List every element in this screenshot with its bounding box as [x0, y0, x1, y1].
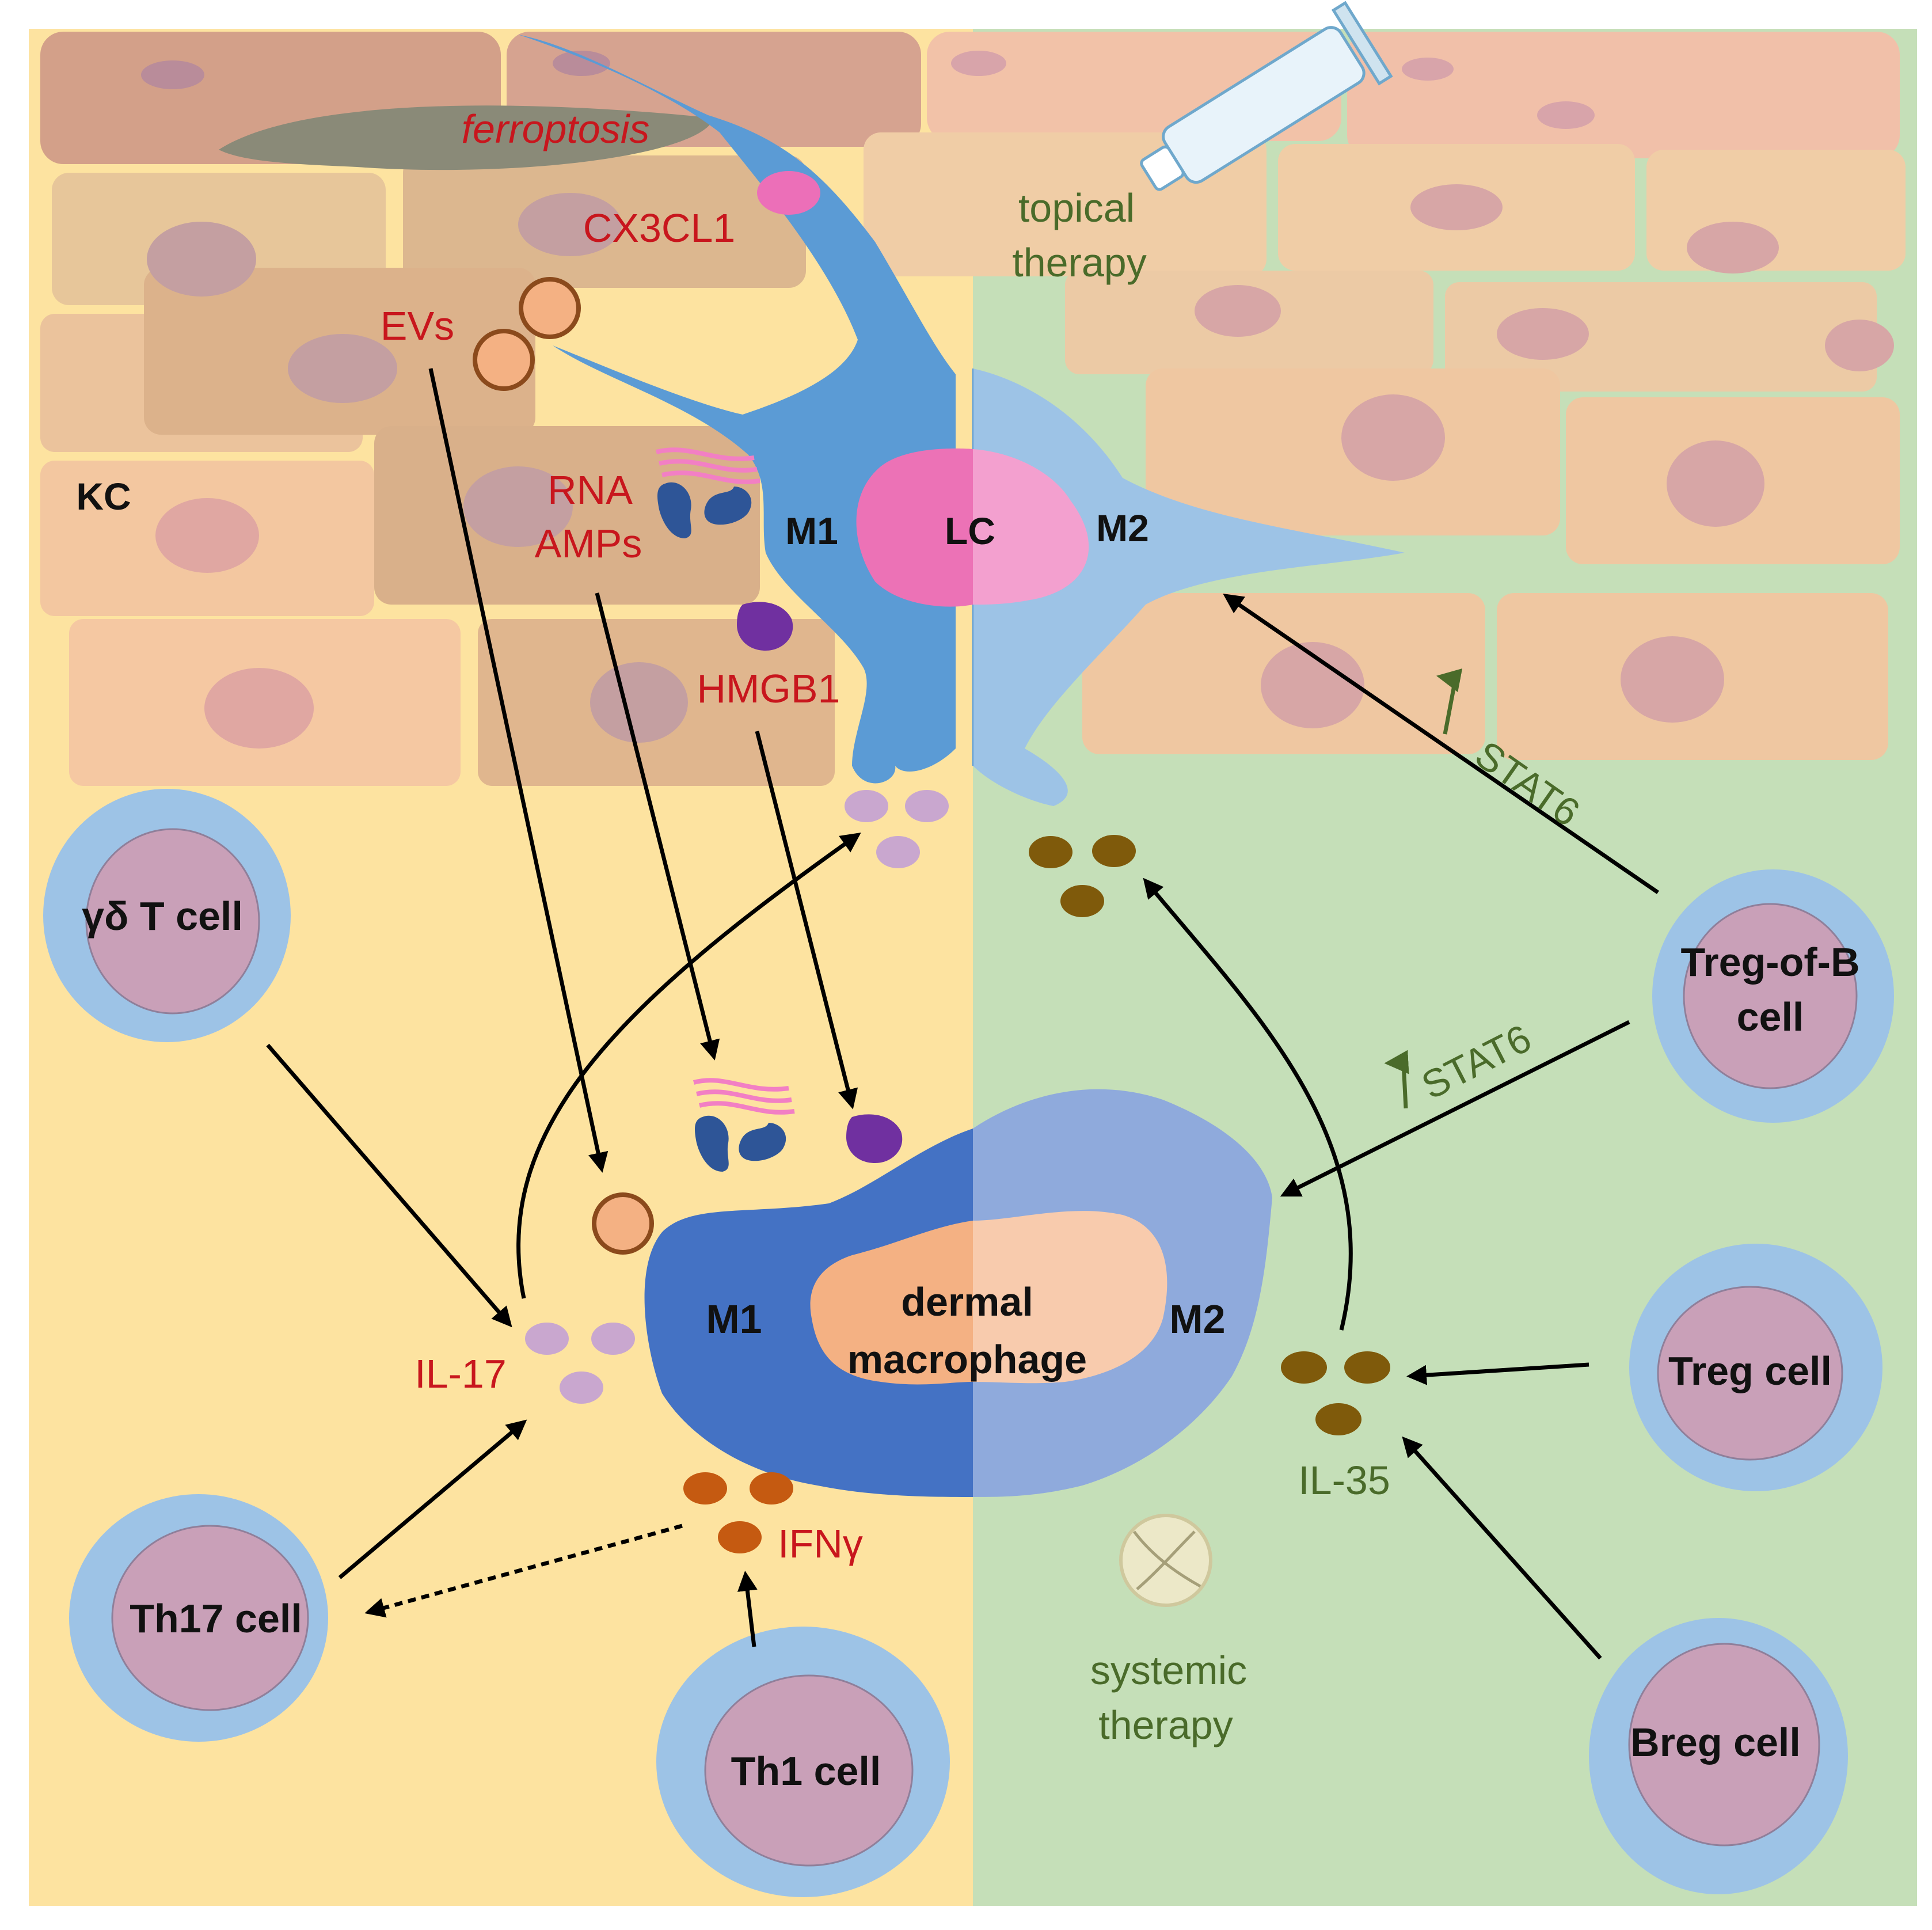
breg-cell [1589, 1618, 1848, 1894]
label-treg-of-b-line1: Treg-of-B [1680, 940, 1859, 985]
stat6-up-arrow [1436, 668, 1463, 735]
treg-of-b-cell [1652, 869, 1894, 1123]
label-mac-m2: M2 [1169, 1297, 1225, 1342]
il17-dot [876, 836, 920, 868]
arrow-th17-to-il17 [338, 1419, 527, 1579]
il17-dot [591, 1323, 635, 1355]
arrow-hmgb1-to-macrophage [755, 731, 858, 1110]
systemic-pill-icon [1119, 1514, 1212, 1607]
label-topical-line1: topical [1018, 185, 1135, 230]
il17-dot [845, 790, 888, 822]
label-th1-cell: Th1 cell [731, 1749, 881, 1794]
amp-molecule [695, 1115, 729, 1172]
label-ferroptosis: ferroptosis [462, 107, 650, 151]
label-systemic-line1: systemic [1090, 1648, 1247, 1693]
arrow-il35-to-lc [1143, 877, 1353, 1331]
ifng-dot [718, 1521, 762, 1553]
hmgb1-molecule [846, 1114, 903, 1163]
label-breg-cell: Breg cell [1630, 1720, 1801, 1765]
treg-cell [1629, 1244, 1882, 1491]
arrow-il17-to-lc [516, 832, 861, 1299]
il17-dot [905, 790, 949, 822]
rna-strands-lower [693, 1078, 795, 1115]
label-rna: RNA [547, 468, 633, 512]
arrow-evs-to-macrophage [428, 368, 608, 1173]
label-systemic-line2: therapy [1098, 1703, 1233, 1747]
label-th17-cell: Th17 cell [130, 1596, 302, 1641]
label-topical-line2: therapy [1012, 240, 1146, 285]
label-lc-m2: M2 [1096, 507, 1149, 549]
ev-vesicle [592, 1192, 654, 1255]
label-mac-line1: dermal [901, 1279, 1033, 1324]
il35-dot [1029, 836, 1073, 868]
cx3cl1-molecule [757, 171, 820, 215]
gd-t-cell [43, 789, 291, 1042]
il35-dot [1092, 835, 1136, 867]
rna-strands-upper [656, 447, 760, 484]
arrow-breg-to-il35 [1402, 1436, 1602, 1660]
ferroptotic-cell [219, 105, 714, 170]
amp-molecule [739, 1123, 786, 1161]
label-lc-m1: M1 [785, 510, 838, 552]
th1-cell [656, 1627, 950, 1897]
topical-tube-icon [1140, 1, 1393, 191]
label-il35: IL-35 [1298, 1458, 1390, 1503]
label-mac-line2: macrophage [847, 1337, 1087, 1382]
ev-vesicle [473, 329, 535, 391]
arrow-th1-to-ifng [737, 1571, 758, 1647]
arrow-tregofb-to-lc [1223, 594, 1659, 894]
ifng-dot [750, 1472, 793, 1505]
label-amps: AMPs [535, 521, 642, 566]
label-cx3cl1: CX3CL1 [583, 206, 736, 250]
il35-dot [1315, 1403, 1361, 1435]
amp-molecule [704, 487, 752, 525]
label-mac-m1: M1 [706, 1297, 762, 1342]
label-il17: IL-17 [414, 1351, 507, 1396]
label-kc: KC [76, 475, 131, 518]
label-treg-of-b-line2: cell [1737, 994, 1804, 1039]
ev-vesicle [519, 277, 581, 339]
arrow-treg-to-il35 [1406, 1362, 1589, 1385]
label-ifng: IFNγ [778, 1521, 863, 1566]
stat6-up-arrow [1384, 1050, 1409, 1109]
amp-molecule [657, 482, 691, 538]
il35-dot [1281, 1351, 1327, 1384]
label-evs: EVs [381, 303, 454, 348]
ifng-dot [683, 1472, 727, 1505]
label-gd-t-cell: γδ T cell [82, 894, 243, 939]
dermal-macrophage [644, 1089, 1272, 1497]
arrow-gdt-to-il17 [266, 1043, 512, 1328]
arrow-tregofb-to-macrophage [1280, 1020, 1630, 1197]
label-hmgb1: HMGB1 [697, 666, 841, 711]
arrow-amps-to-macrophage [595, 592, 720, 1061]
langerhans-cell [518, 35, 1405, 806]
label-lc: LC [945, 510, 995, 552]
il17-dot [525, 1323, 569, 1355]
il35-dot [1344, 1351, 1390, 1384]
hmgb1-molecule [737, 602, 793, 651]
il17-dot [560, 1371, 603, 1404]
th17-cell [69, 1494, 328, 1742]
label-treg-cell: Treg cell [1668, 1348, 1832, 1393]
skin-surface-cells [40, 32, 1900, 164]
il35-dot [1060, 885, 1104, 917]
arrows [266, 368, 1659, 1660]
